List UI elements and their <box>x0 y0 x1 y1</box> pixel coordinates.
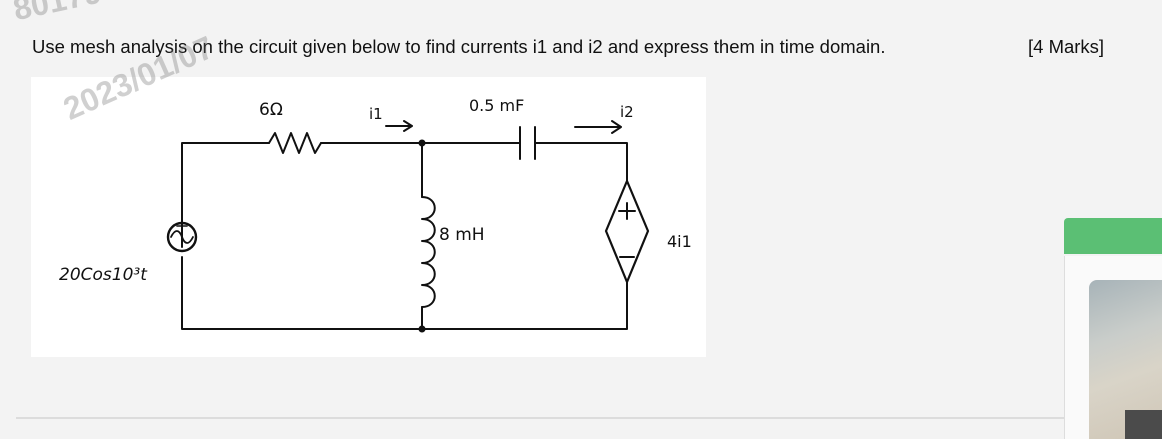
i1-arrow-icon <box>385 120 413 132</box>
dependent-source-label: 4i1 <box>667 232 692 251</box>
inductor-8mh <box>421 196 436 308</box>
content-divider <box>16 417 1064 419</box>
left-bottom-wire <box>181 256 628 330</box>
node-dot-bottom <box>418 325 426 333</box>
dependent-source-plus <box>618 202 636 220</box>
i2-arrow-icon <box>574 120 622 134</box>
inductor-label: 8 mH <box>439 225 485 245</box>
top-left-wire <box>181 142 270 248</box>
camera-thumbnail <box>1089 280 1162 439</box>
top-right-wire <box>534 142 628 182</box>
circuit-svg: 6Ω 0.5 mF i1 i2 8 mH 4i1 20Cos10³t <box>59 96 692 333</box>
node-dot-top <box>418 139 426 147</box>
ac-source-sine-icon <box>170 230 194 244</box>
answer-button-bar[interactable] <box>1064 218 1162 254</box>
dependent-source-diamond <box>604 179 650 284</box>
current-i2-label: i2 <box>620 103 634 121</box>
watermark-id: 80179 <box>10 0 105 28</box>
marks-label: [4 Marks] <box>1028 36 1105 57</box>
circuit-diagram: 6Ω 0.5 mF i1 i2 8 mH 4i1 20Cos10³t <box>31 77 706 357</box>
resistor-6ohm <box>268 132 322 154</box>
current-i1-label: i1 <box>369 105 383 123</box>
capacitor-label: 0.5 mF <box>469 96 524 115</box>
resistor-label: 6Ω <box>259 100 283 120</box>
question-text: Use mesh analysis on the circuit given b… <box>32 36 886 57</box>
voltage-source-label: 20Cos10³t <box>59 265 148 285</box>
